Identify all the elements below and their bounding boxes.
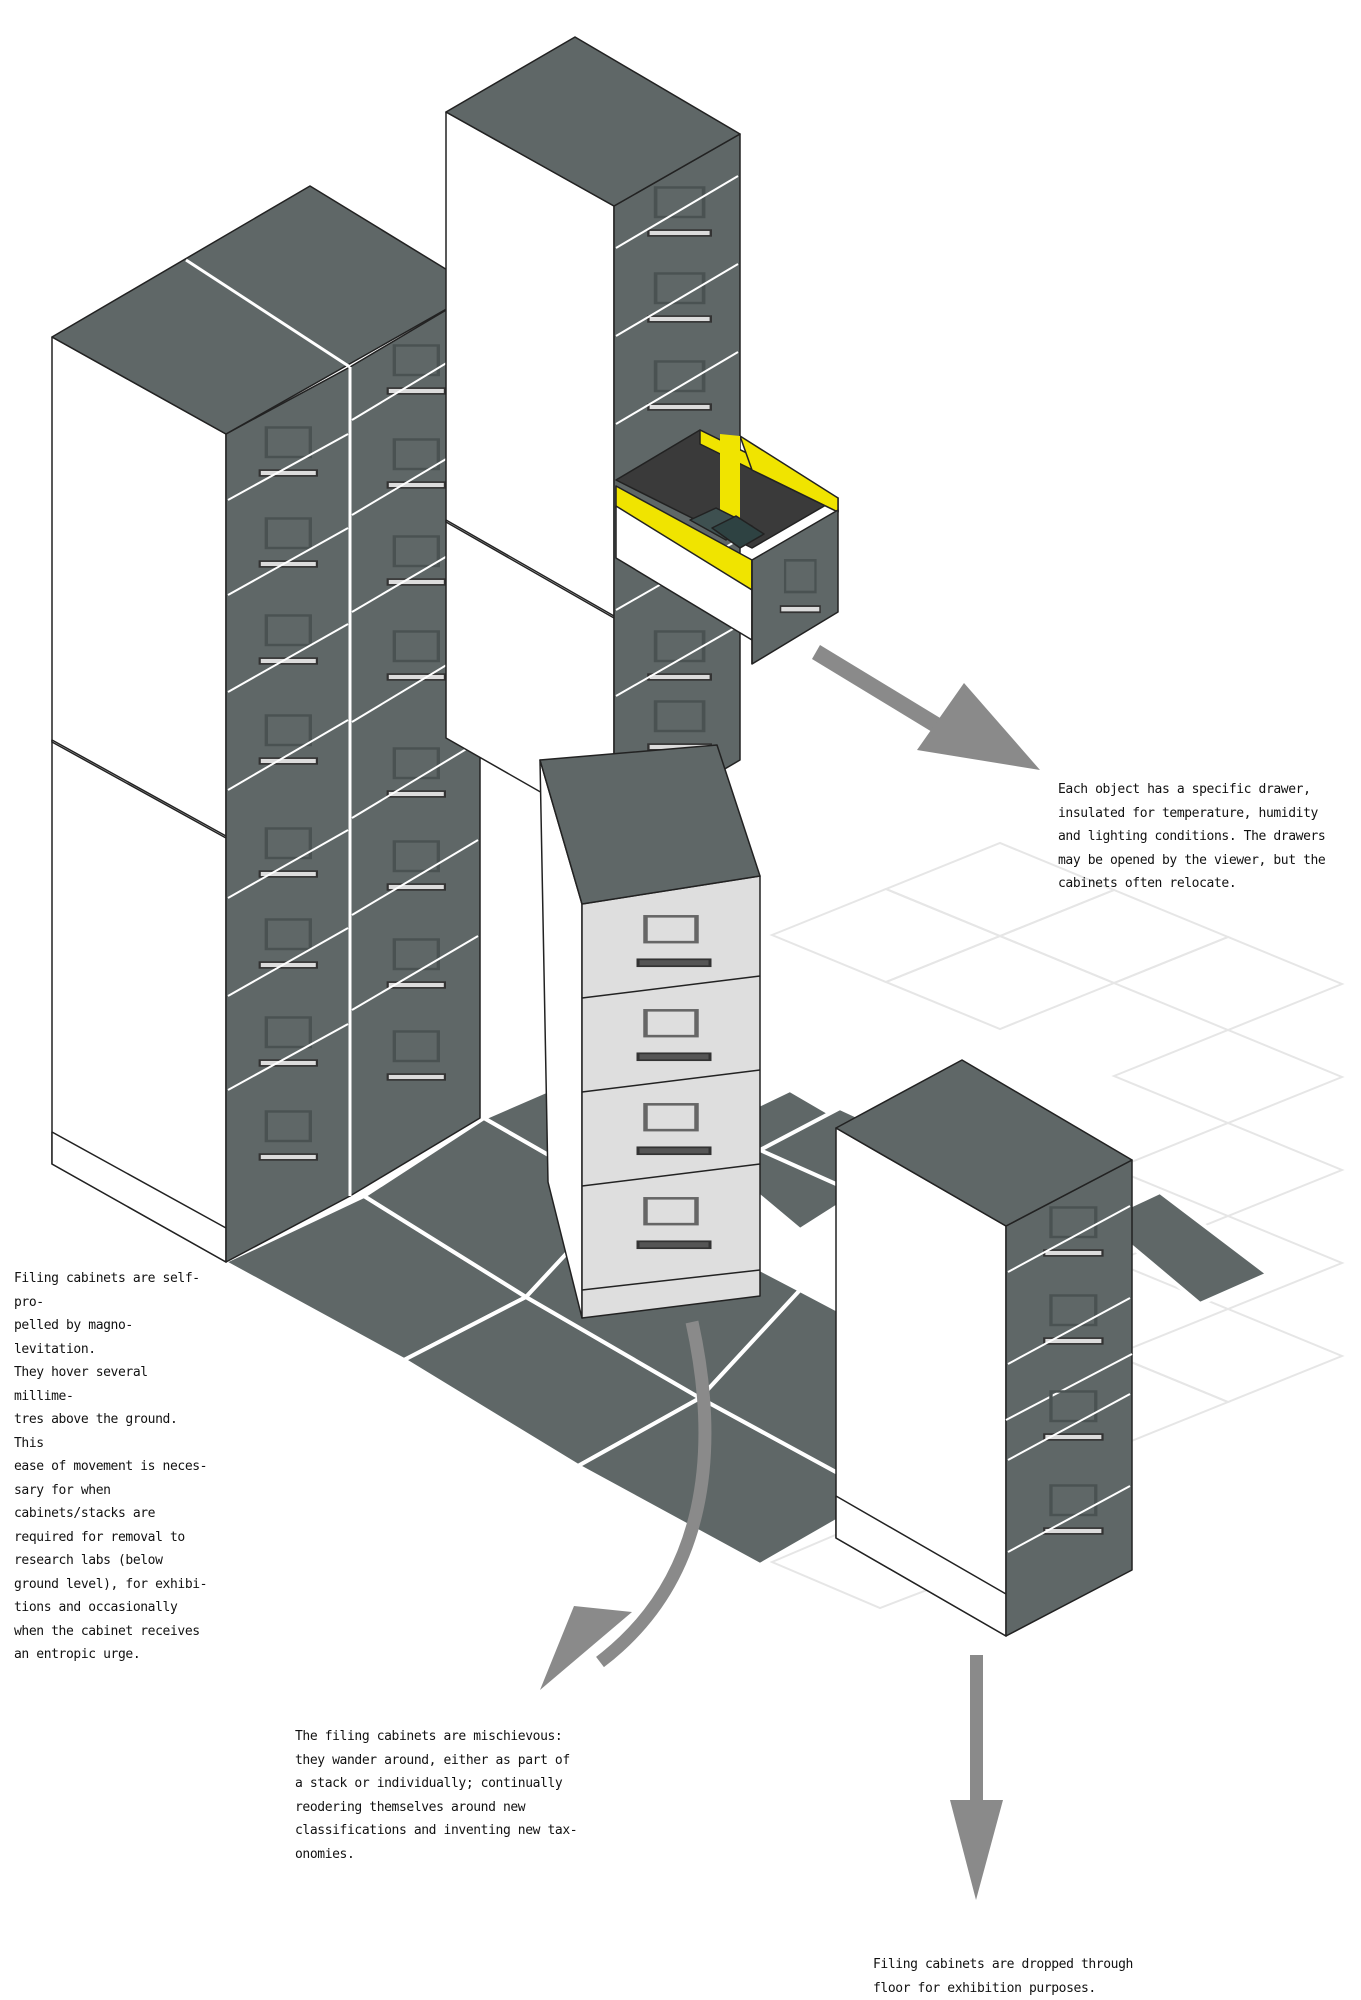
arrow-drawer	[812, 645, 1040, 770]
arrow-wander	[540, 1320, 712, 1690]
light-grey-cabinet	[539, 744, 761, 1319]
right-cabinet-stack	[835, 1059, 1133, 1637]
annotation-drawer-note: Each object has a specific drawer, insul…	[1058, 782, 1326, 891]
annotation-levitation-note: Filing cabinets are self-pro- pelled by …	[14, 1271, 208, 1662]
annotation-exhibition-note: Filing cabinets are dropped through floo…	[873, 1957, 1133, 1996]
arrow-exhibition-drop	[950, 1655, 1003, 1900]
right-stack-drawer-lines	[1007, 1205, 1131, 1553]
annotation-mischievous-note: The filing cabinets are mischievous: the…	[295, 1729, 578, 1862]
open-drawer	[615, 429, 839, 665]
back-stack-drawer-lines	[615, 175, 739, 697]
back-cabinet-stack	[445, 36, 741, 835]
left-cabinet-stack	[51, 185, 481, 1263]
